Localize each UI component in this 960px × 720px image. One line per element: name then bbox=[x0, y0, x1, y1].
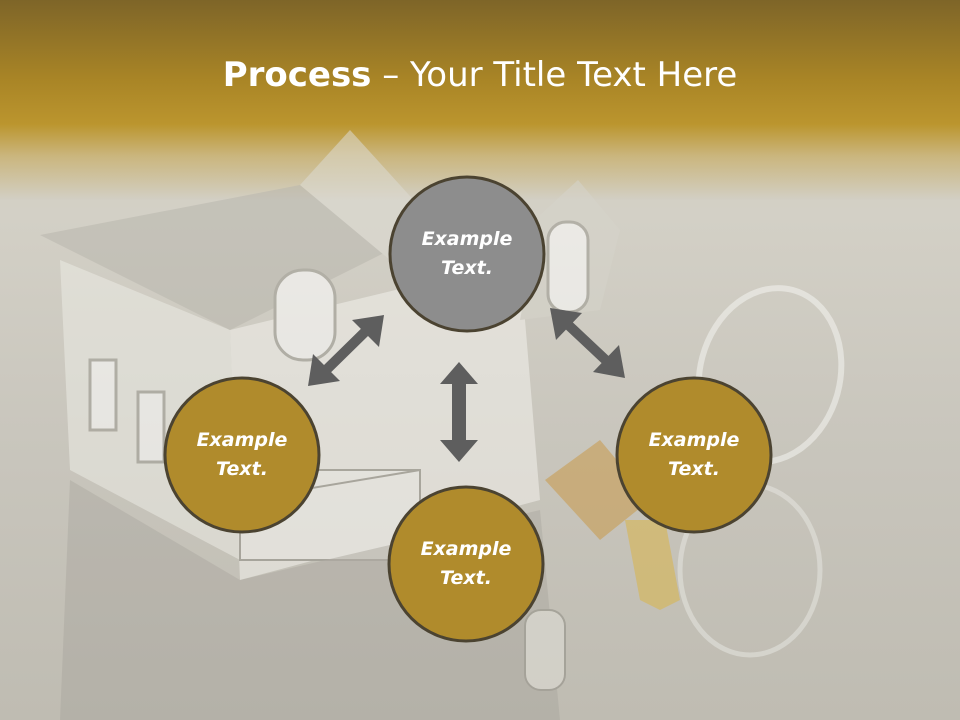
page-title: Process – Your Title Text Here bbox=[0, 52, 960, 98]
node-circle-left bbox=[163, 376, 321, 534]
title-rest: – Your Title Text Here bbox=[371, 55, 738, 95]
title-bold: Process bbox=[222, 55, 372, 95]
node-bottom-line2: Text. bbox=[440, 567, 492, 589]
node-text-left: Example Text. bbox=[177, 426, 307, 484]
node-circle-top bbox=[388, 175, 546, 333]
header-band bbox=[0, 0, 960, 200]
node-left-line2: Text. bbox=[216, 458, 268, 480]
window-side-1 bbox=[88, 358, 118, 432]
key-bronze bbox=[545, 440, 650, 540]
double-arrow-top-left bbox=[308, 315, 384, 386]
node-text-right: Example Text. bbox=[629, 426, 759, 484]
node-circle-right bbox=[615, 376, 773, 534]
window-arched-left bbox=[273, 268, 337, 362]
node-right-line1: Example bbox=[648, 429, 740, 451]
node-text-bottom: Example Text. bbox=[401, 535, 531, 593]
key-gold bbox=[625, 520, 680, 610]
node-left-line1: Example bbox=[196, 429, 288, 451]
double-arrow-top-right bbox=[550, 308, 625, 378]
node-top-line2: Text. bbox=[441, 257, 493, 279]
node-top-line1: Example bbox=[421, 228, 513, 250]
node-bottom-line1: Example bbox=[420, 538, 512, 560]
window-side-2 bbox=[136, 390, 166, 464]
node-right-line2: Text. bbox=[668, 458, 720, 480]
node-circle-bottom bbox=[387, 485, 545, 643]
node-text-top: Example Text. bbox=[402, 225, 532, 283]
double-arrow-vertical bbox=[440, 362, 478, 462]
